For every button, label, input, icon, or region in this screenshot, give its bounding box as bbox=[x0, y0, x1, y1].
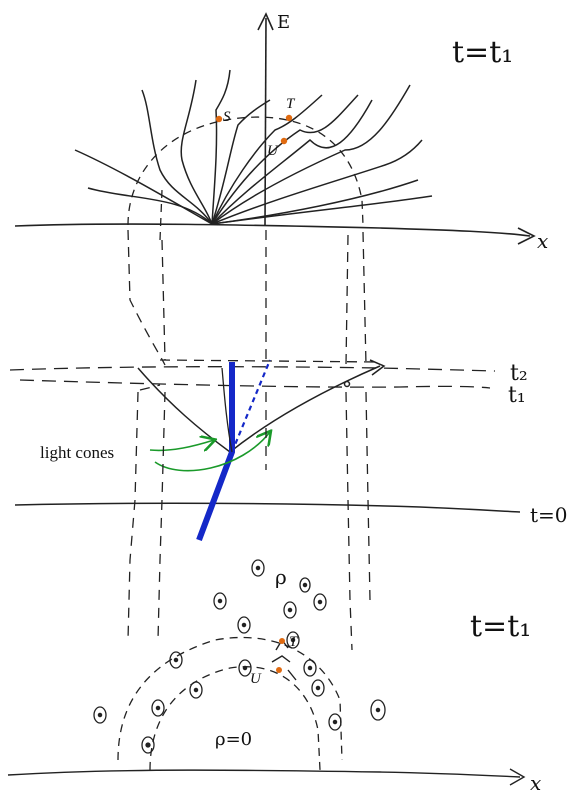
particles bbox=[94, 560, 385, 753]
top-x-axis-label: x bbox=[537, 229, 548, 253]
point-u-label: U bbox=[267, 143, 279, 159]
point-t-label: T bbox=[286, 96, 296, 112]
light-cone-arrows bbox=[150, 432, 270, 471]
t1-label: t₁ bbox=[508, 383, 526, 408]
top-points: S T U bbox=[216, 96, 296, 159]
bottom-point-t-label: T bbox=[289, 634, 299, 650]
energy-fan bbox=[75, 70, 432, 224]
slice-t2 bbox=[10, 367, 495, 371]
point-u-marker bbox=[281, 138, 287, 144]
point-t-marker bbox=[286, 115, 292, 121]
energy-axis bbox=[265, 18, 266, 225]
slice-t1 bbox=[20, 380, 490, 388]
bottom-point-t-marker bbox=[279, 638, 285, 644]
point-s-marker bbox=[216, 116, 222, 122]
middle-panel bbox=[10, 360, 520, 512]
light-cone-left bbox=[138, 368, 230, 452]
rho-label: ρ bbox=[275, 565, 287, 589]
top-time-label: t=t₁ bbox=[452, 35, 513, 70]
rho-zero-label: ρ=0 bbox=[215, 729, 252, 750]
energy-axis-label: E bbox=[277, 12, 290, 33]
dashed-arc-inner-bottom bbox=[150, 667, 320, 770]
t0-label: t=0 bbox=[530, 503, 568, 527]
cone-node bbox=[345, 382, 350, 387]
worldline bbox=[199, 360, 270, 540]
bottom-point-u-marker bbox=[276, 667, 282, 673]
green-arrow-1 bbox=[150, 440, 214, 450]
light-cone-right bbox=[230, 366, 380, 452]
x-axis-top bbox=[15, 224, 530, 236]
x-axis-bottom bbox=[8, 770, 520, 777]
light-cones-annotation: light cones bbox=[40, 443, 114, 462]
bottom-time-label: t=t₁ bbox=[470, 609, 531, 644]
dashed-guides-lower bbox=[128, 385, 370, 650]
bottom-x-axis-label: x bbox=[530, 771, 541, 794]
dashed-guides-upper bbox=[128, 230, 380, 365]
bottom-point-u-label: U bbox=[250, 671, 262, 687]
slice-t0 bbox=[15, 503, 520, 512]
point-s-label: S bbox=[223, 109, 231, 125]
dashed-arc-outer-top bbox=[160, 190, 162, 240]
worldline-thick bbox=[199, 362, 232, 540]
